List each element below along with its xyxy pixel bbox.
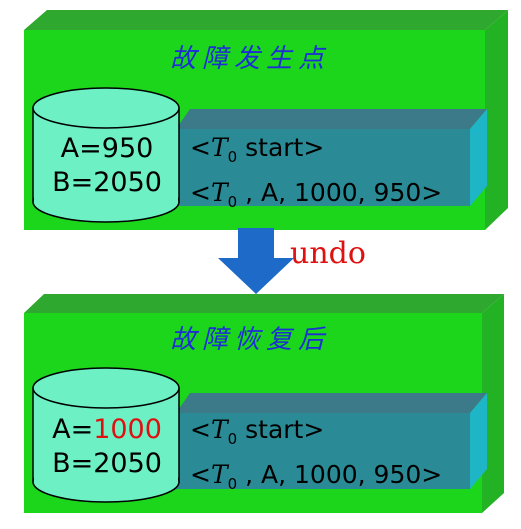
log-record-update: <T0 , A, 1000, 950>: [190, 178, 443, 211]
down-arrow-icon: [218, 228, 294, 294]
log-records: <T0 start> <T0 , A, 1000, 950>: [190, 130, 442, 220]
log-record-update: <T0 , A, 1000, 950>: [190, 460, 443, 493]
db-value-a: A=950: [60, 133, 154, 164]
db-value-b: B=2050: [52, 448, 162, 479]
log-slab-side: [470, 393, 487, 489]
failure-panel-shape: [24, 10, 508, 230]
log-record-start: <T0 start>: [190, 415, 325, 448]
log-slab-top: [176, 109, 487, 129]
db-value-a: A=1000: [52, 414, 162, 445]
database-cylinder: [32, 87, 180, 223]
log-slab-front: [176, 413, 470, 489]
failure-panel: 故障发生点 A=950 B=2050 <T0 start> <T0 , A, 1…: [0, 0, 521, 232]
failure-panel-title: 故障发生点: [169, 44, 330, 74]
db-value-b: B=2050: [52, 167, 162, 198]
db-values: A=1000 B=2050: [32, 413, 182, 481]
log-records: <T0 start> <T0 , A, 1000, 950>: [190, 412, 442, 502]
undo-label: undo: [290, 236, 366, 271]
database-cylinder: [32, 367, 180, 503]
log-slab-top: [176, 393, 487, 413]
recovered-panel: 故障恢复后 A=1000 B=2050 <T0 start> <T0 , A, …: [0, 289, 521, 521]
recovered-panel-shape: [24, 294, 504, 513]
log-record-start: <T0 start>: [190, 133, 325, 166]
db-values: A=950 B=2050: [32, 132, 182, 200]
restored-value: 1000: [93, 414, 162, 445]
log-slab-front: [176, 129, 470, 206]
recovered-panel-title: 故障恢复后: [169, 325, 330, 355]
log-slab-side: [470, 109, 487, 206]
